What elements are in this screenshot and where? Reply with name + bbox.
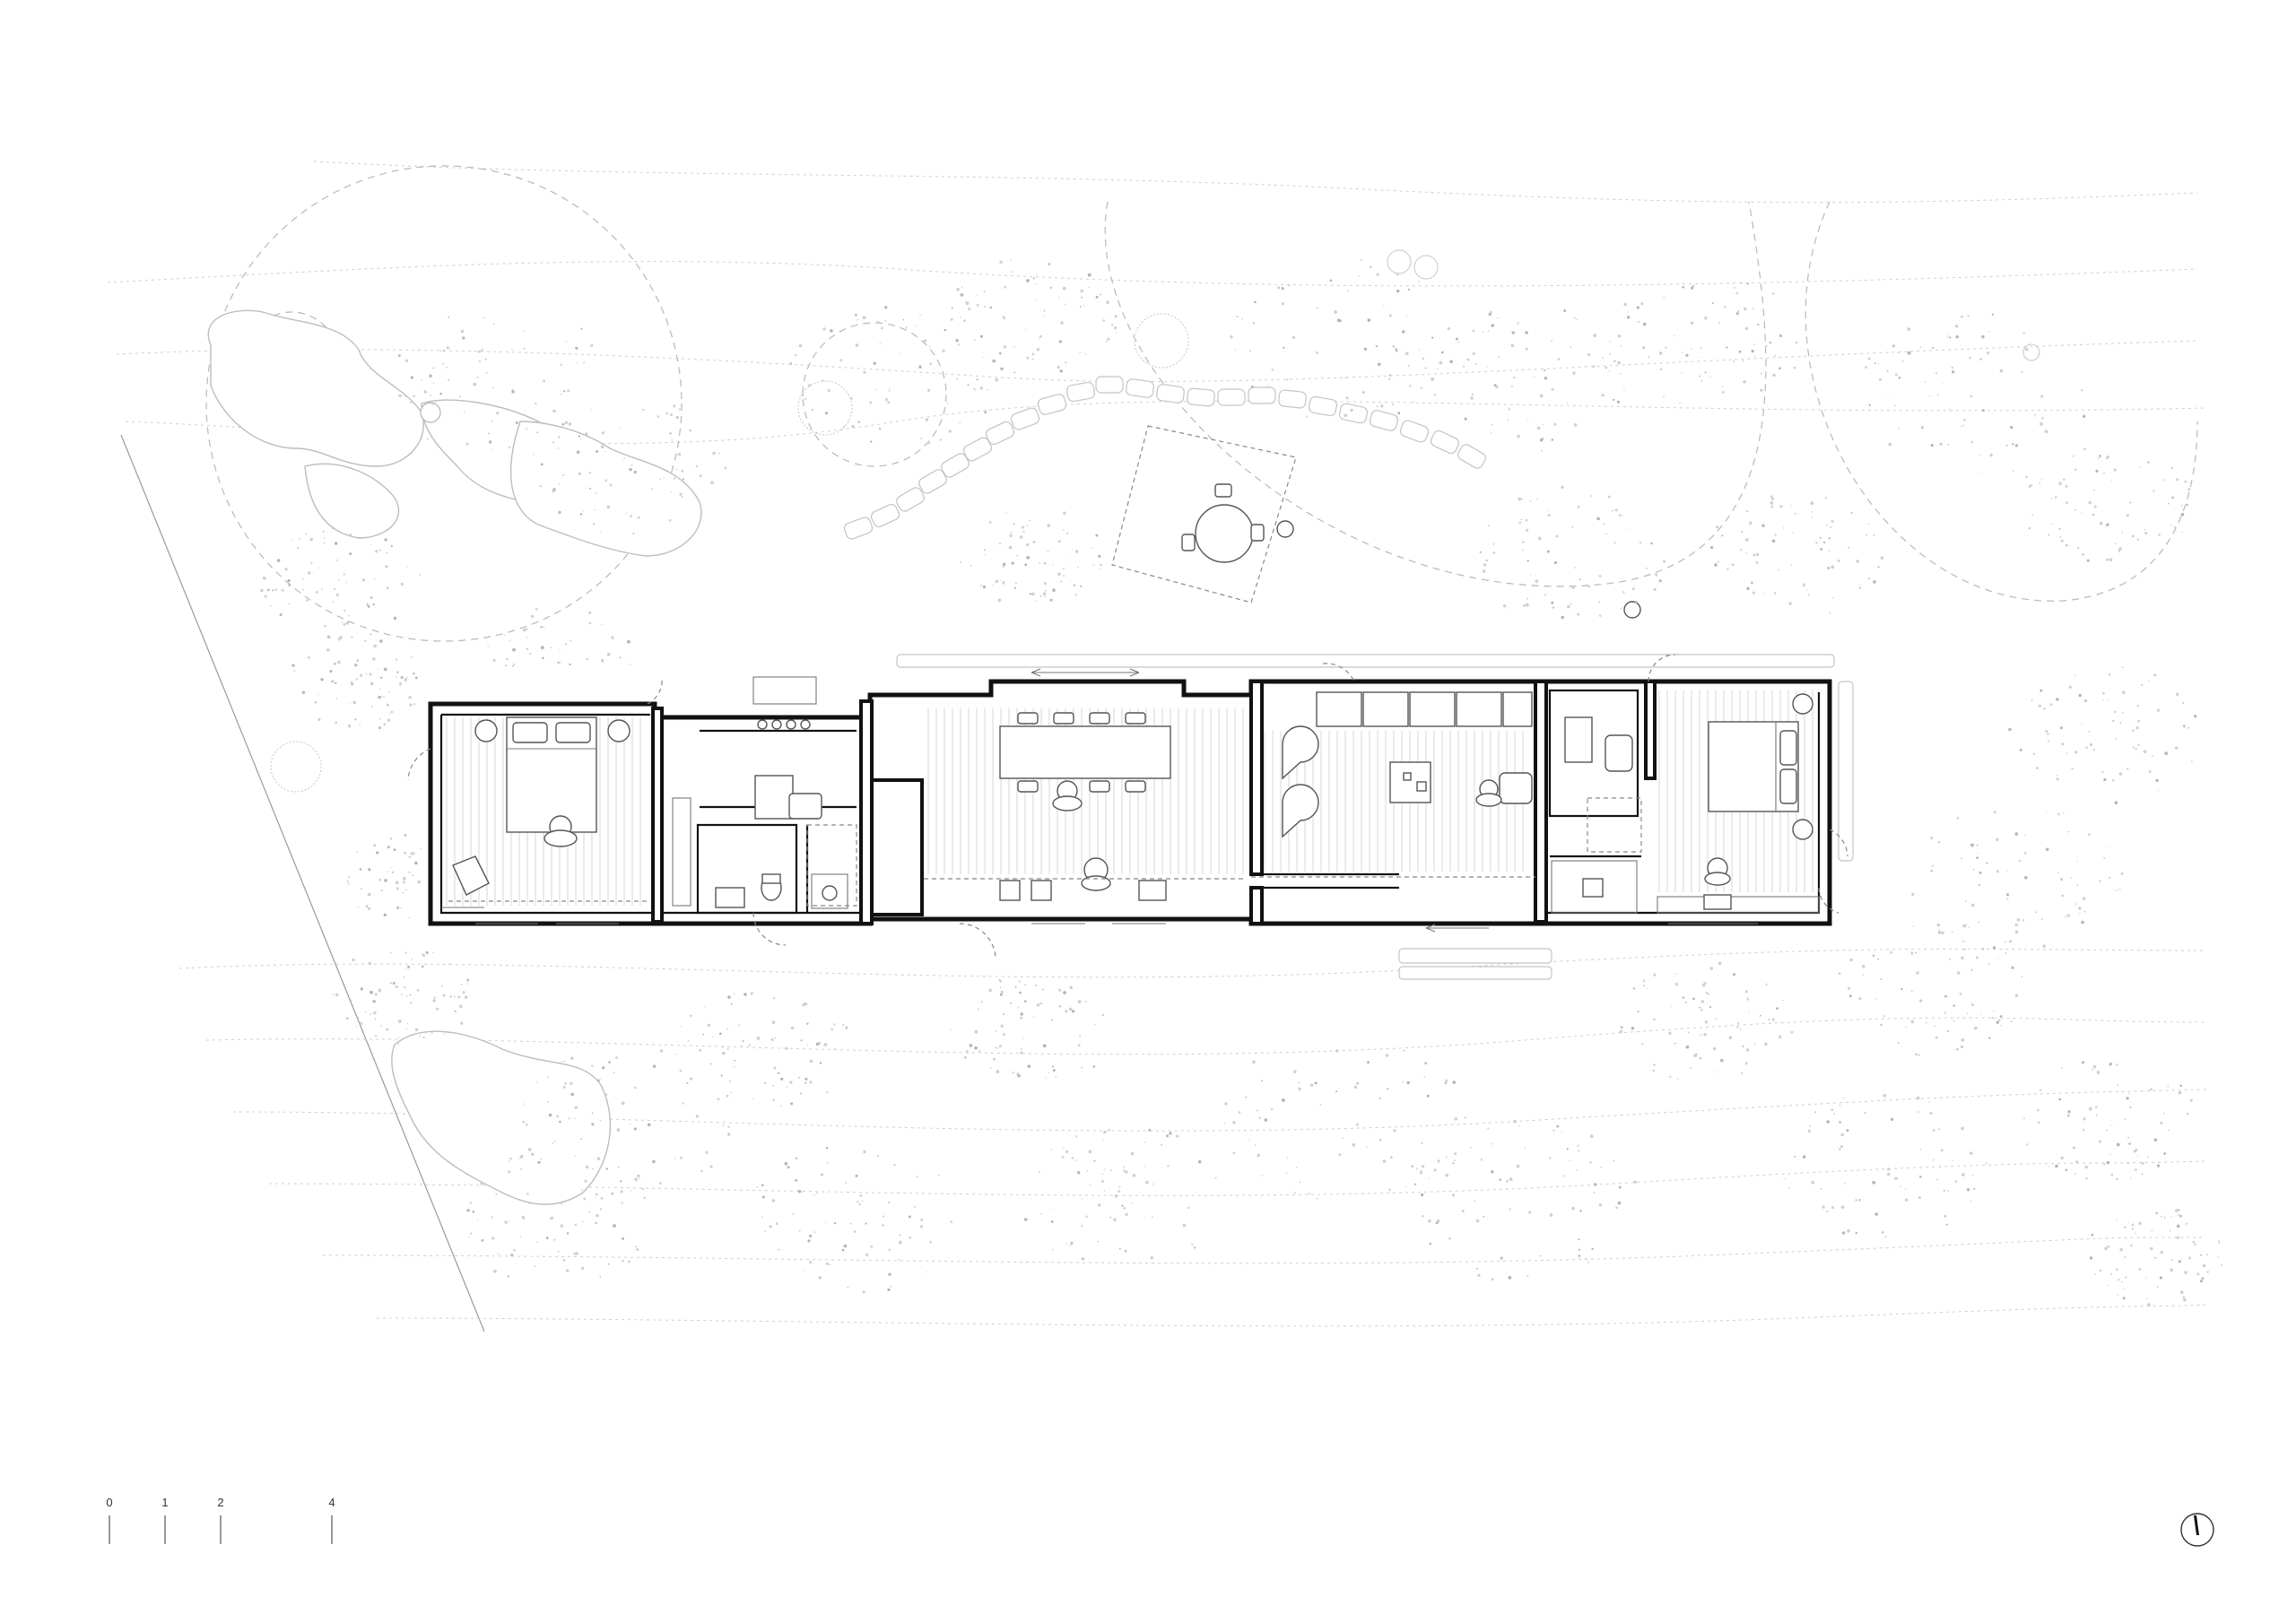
person-bedroom-2: [1704, 857, 1731, 886]
scale-label-1: 1: [161, 1496, 168, 1509]
person-dining-desk: [1081, 857, 1111, 891]
outdoor-round-table: [1195, 504, 1254, 563]
dining-chairs: [1017, 712, 1146, 793]
shrubs: [270, 249, 2040, 793]
dining-table: [999, 725, 1171, 779]
ground-cover: [260, 259, 2222, 1306]
living-room: [1251, 663, 1535, 933]
dining-room: [924, 668, 1247, 960]
scale-label-4: 4: [328, 1496, 335, 1509]
person-bed-1: [544, 815, 578, 847]
scale-bar: 0 1 2 4: [106, 1496, 335, 1544]
person-living: [1475, 779, 1502, 807]
paving-strip-south: [1398, 948, 1552, 980]
lounge-chair-2: [1282, 784, 1319, 838]
lounge-chair-3: [1499, 772, 1533, 804]
paving-strip-east: [1838, 681, 1854, 862]
scale-label-0: 0: [106, 1496, 112, 1509]
rock-outcrop: [207, 309, 702, 557]
rock-lower-left: [391, 1030, 612, 1205]
bedroom-1: [441, 716, 691, 908]
property-boundary-line: [120, 434, 485, 1332]
outdoor-dining-area: [1111, 425, 1641, 619]
paving-strip-north: [896, 654, 1835, 668]
stepping-stone-path: [843, 376, 1486, 540]
laundry-bath-1: [715, 719, 857, 946]
coat-hooks: [757, 719, 811, 730]
north-deck-grate: [752, 676, 817, 705]
north-arrow-icon: [2180, 1513, 2214, 1547]
bedroom-2: [1657, 693, 1848, 914]
building: [407, 654, 1848, 960]
scale-label-2: 2: [217, 1496, 223, 1509]
site-landscape: [107, 161, 2222, 1332]
person-dining: [1052, 780, 1083, 812]
bath-2: [1551, 654, 1676, 914]
joinery-north: [1316, 691, 1533, 727]
armchair-bed-1: [452, 855, 490, 896]
lounge-chair-1: [1282, 725, 1319, 780]
